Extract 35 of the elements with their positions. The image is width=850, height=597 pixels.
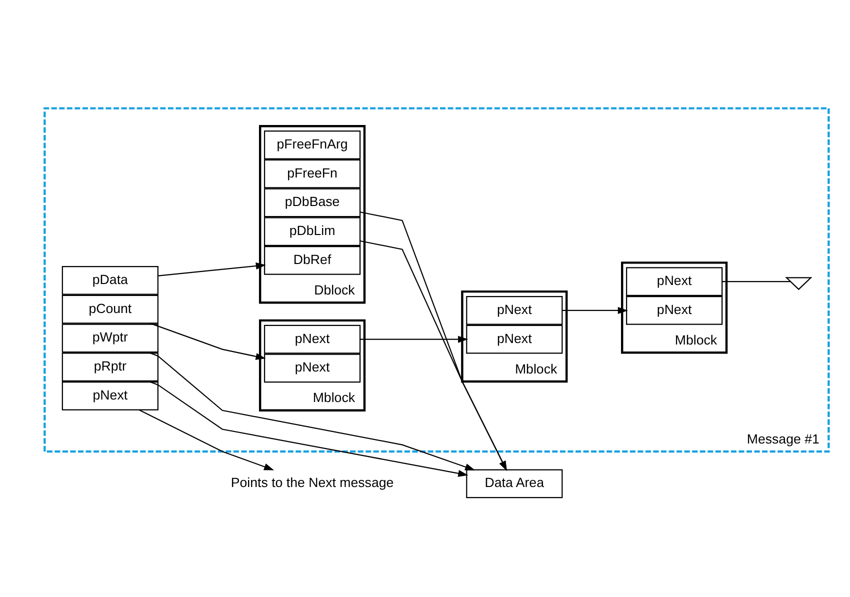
node-box: pRptr: [62, 352, 158, 382]
node-label: Dblock: [314, 282, 355, 298]
node-box: pNext: [466, 296, 563, 325]
cluster: [621, 262, 728, 354]
node-box: pWptr: [62, 324, 158, 353]
node-box: pDbLim: [264, 217, 361, 246]
node-box: Data Area: [466, 469, 563, 498]
node-box: DbRef: [264, 246, 361, 275]
arrow: [150, 322, 266, 360]
cluster: [461, 290, 568, 383]
arrow: [139, 409, 274, 470]
cluster: [258, 319, 366, 412]
arrow: [148, 380, 468, 477]
node-text: Points to the Next message: [230, 475, 394, 490]
node-box: pNext: [626, 267, 723, 296]
node-box: pNext: [264, 324, 361, 354]
node-box: pData: [62, 266, 158, 295]
node-label: Mblock: [312, 390, 356, 406]
node-box: pFreeFnArg: [264, 130, 361, 160]
node-box: pCount: [62, 294, 158, 324]
cluster: [258, 124, 366, 304]
arrow: [562, 306, 628, 314]
node-box: pNext: [626, 296, 723, 325]
connector: [722, 281, 790, 282]
node-box: pNext: [62, 382, 158, 410]
arrow: [158, 262, 266, 276]
arrow: [360, 336, 468, 343]
node-label: Mblock: [514, 361, 558, 376]
node-box: pFreeFn: [264, 159, 361, 188]
node-box: pNext: [264, 354, 361, 383]
node-ground: [785, 277, 812, 290]
arrow: [148, 352, 476, 470]
node-box: pNext: [466, 324, 563, 354]
node-box: pDbBase: [264, 188, 361, 218]
node-label: Mblock: [674, 332, 718, 348]
